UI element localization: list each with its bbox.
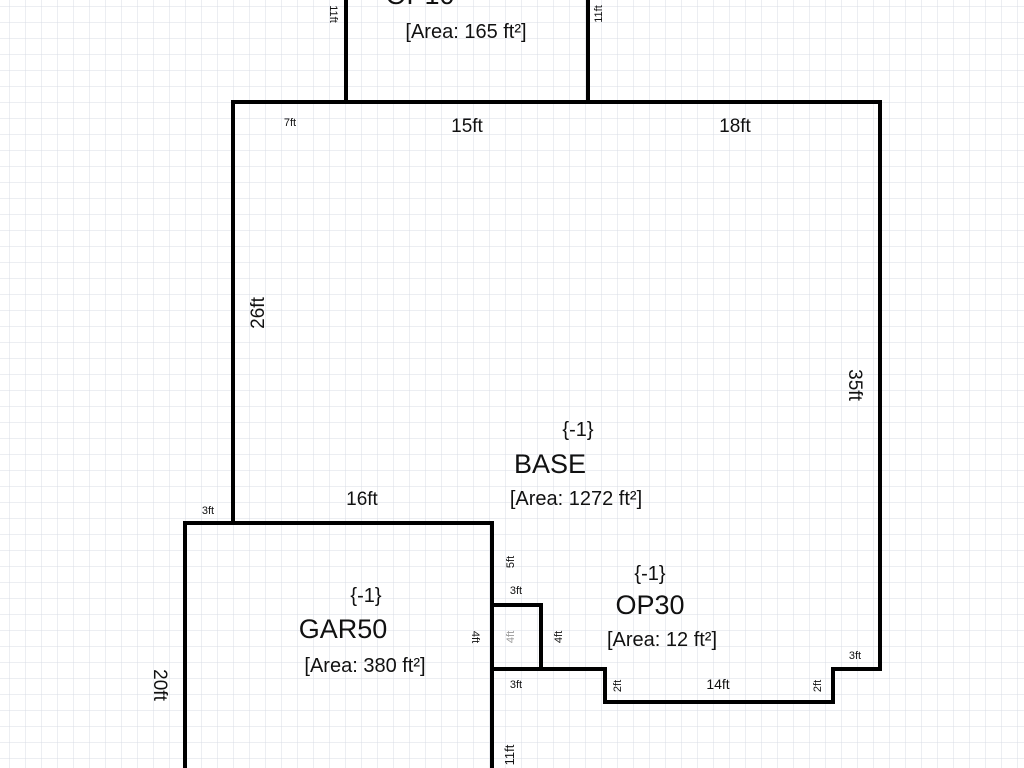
dim-base-step-left: 3ft — [202, 505, 214, 517]
dimension-labels: 11ft 11ft 7ft 15ft 18ft 26ft 35ft 3ft 16… — [149, 5, 865, 765]
gar50-code: {-1} — [350, 585, 381, 607]
walls — [183, 0, 882, 768]
area-labels: OP10 [Area: 165 ft²] {-1} BASE [Area: 12… — [299, 0, 717, 677]
dim-notch-right: 2ft — [812, 680, 824, 692]
dim-base-top-right: 18ft — [719, 116, 751, 137]
op30-name: OP30 — [615, 590, 684, 620]
gar50-name: GAR50 — [299, 614, 388, 644]
dim-base-step-right: 3ft — [849, 650, 861, 662]
op10-name: OP10 — [385, 0, 454, 10]
op30-area: [Area: 12 ft²] — [607, 629, 717, 651]
dim-notch-left: 2ft — [612, 680, 624, 692]
gar50-area: [Area: 380 ft²] — [304, 655, 425, 677]
dim-op30-top-side: 5ft — [505, 556, 517, 568]
dim-notch-bottom: 14ft — [706, 676, 729, 692]
dim-op30-top: 3ft — [510, 585, 522, 597]
dim-op10-left: 11ft — [327, 5, 339, 23]
dim-gar-right: 11ft — [502, 744, 517, 765]
dim-op30-right: 4ft — [553, 631, 565, 643]
base-area: [Area: 1272 ft²] — [510, 488, 642, 510]
dim-op30-left: 4ft — [469, 631, 481, 643]
dim-base-top-mid: 15ft — [451, 116, 483, 137]
base-code: {-1} — [562, 419, 593, 441]
dim-gar-top: 16ft — [346, 489, 378, 510]
base-outline — [231, 100, 882, 704]
dim-op10-right: 11ft — [593, 5, 605, 23]
op30-outline — [490, 603, 543, 671]
dim-base-left: 26ft — [248, 296, 269, 328]
op30-code: {-1} — [634, 563, 665, 585]
base-name: BASE — [514, 449, 586, 479]
dim-gar-left: 20ft — [149, 669, 170, 701]
gar50-outline — [183, 521, 494, 768]
op10-area: [Area: 165 ft²] — [405, 21, 526, 43]
dim-base-top-left: 7ft — [284, 117, 296, 129]
dim-base-right: 35ft — [844, 369, 865, 401]
dim-op30-inner: 4ft — [505, 631, 517, 643]
dim-op30-bottom: 3ft — [510, 679, 522, 691]
